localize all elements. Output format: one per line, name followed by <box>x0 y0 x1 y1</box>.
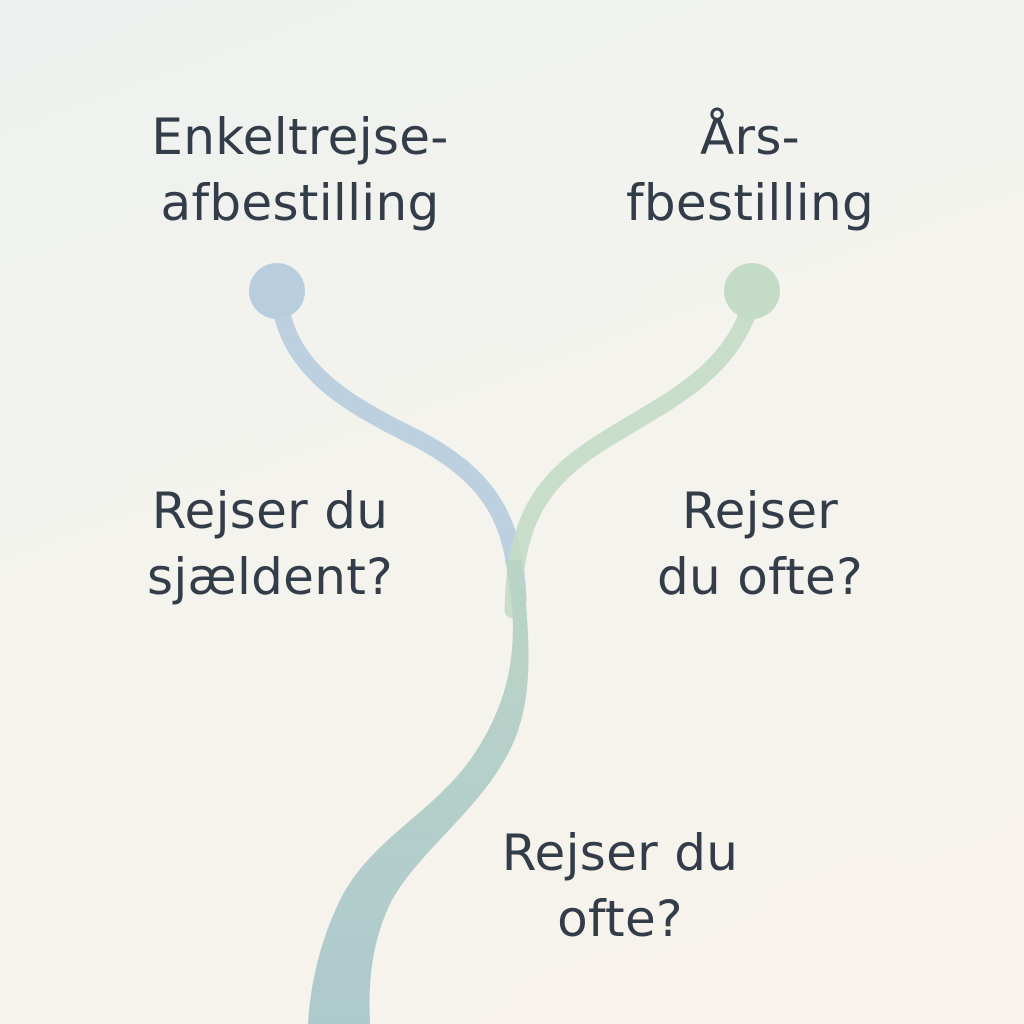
right-option-title-line-2: fbestilling <box>625 174 875 232</box>
right-branch-question-line-1: Rejser <box>681 482 839 540</box>
right-branch-line <box>504 309 755 619</box>
left-branch-question-line-2: sjældent? <box>147 548 393 606</box>
right-option-title-line-1: Års- <box>699 108 801 166</box>
left-branch-node <box>249 263 305 319</box>
left-branch-question: Rejser du sjældent? <box>90 478 450 610</box>
right-branch-node <box>724 263 780 319</box>
left-branch-question-line-1: Rejser du <box>151 482 389 540</box>
left-branch-line <box>274 309 527 609</box>
left-option-title: Enkeltrejse- afbestilling <box>110 104 490 236</box>
left-option-title-line-1: Enkeltrejse- <box>151 108 449 166</box>
trunk-line <box>308 560 529 1024</box>
right-branch-question-line-2: du ofte? <box>657 548 863 606</box>
root-question-line-2: ofte? <box>557 890 683 948</box>
left-option-title-line-2: afbestilling <box>160 174 440 232</box>
root-question: Rejser du ofte? <box>450 820 790 952</box>
right-branch-question: Rejser du ofte? <box>600 478 920 610</box>
right-option-title: Års- fbestilling <box>580 104 920 236</box>
root-question-line-1: Rejser du <box>501 824 739 882</box>
